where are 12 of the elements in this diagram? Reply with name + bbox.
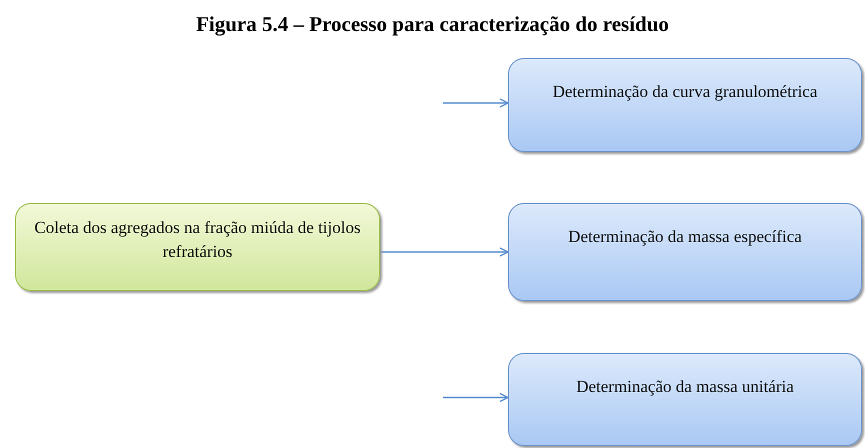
- process-box: [508, 58, 862, 152]
- box-text: Determinação da massa unitária: [576, 376, 794, 398]
- process-box: [508, 353, 862, 446]
- arrow: [380, 247, 509, 257]
- figure-title: Figura 5.4 – Processo para caracterização do resíduo: [195, 12, 670, 37]
- start-box: [15, 203, 380, 291]
- box-text: Determinação da massa específica: [568, 226, 802, 248]
- process-box: [508, 203, 862, 301]
- box-text: Determinação da curva granulométrica: [552, 81, 818, 103]
- box-text: Coleta dos agregados na fração miúda de tijolos refratários: [33, 217, 362, 263]
- arrow: [443, 98, 509, 108]
- arrow: [443, 392, 509, 402]
